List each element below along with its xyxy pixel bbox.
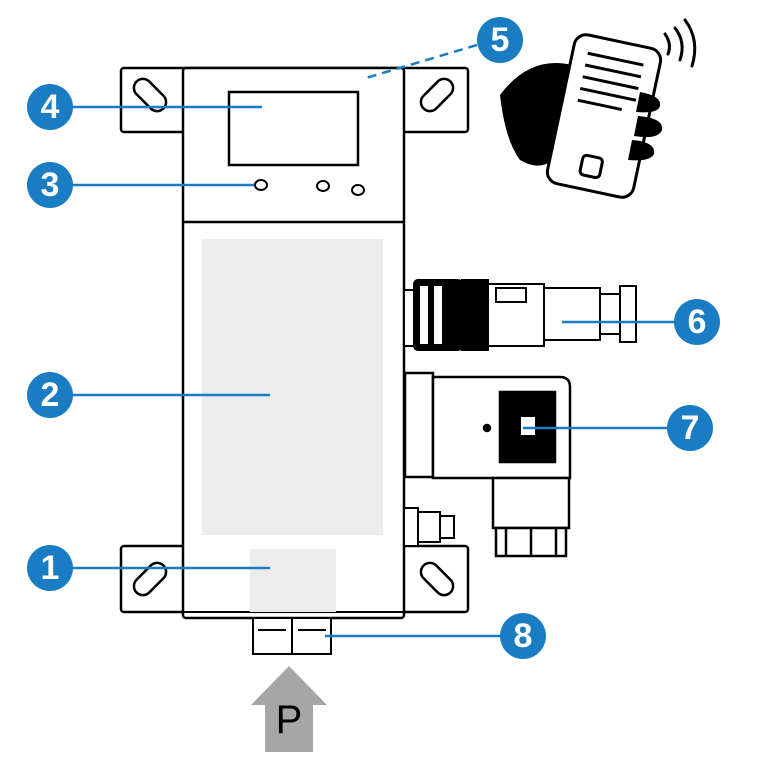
status-leds <box>254 179 365 196</box>
pressure-inlet-arrow: P <box>251 666 327 752</box>
callout-1: 1 <box>27 545 73 591</box>
hand-holding-phone-icon <box>500 33 663 199</box>
mounting-hole-slots <box>132 77 455 597</box>
callout-8: 8 <box>500 613 546 659</box>
display-screen <box>227 90 360 167</box>
callout-7: 7 <box>667 405 713 451</box>
leader-lines <box>72 43 680 638</box>
inlet-label: P <box>276 698 303 742</box>
callout-5-label: 5 <box>491 21 510 59</box>
label-area-large <box>202 239 383 535</box>
callout-4: 4 <box>27 84 73 130</box>
callout-6: 6 <box>674 299 720 345</box>
inlet-port <box>252 617 332 655</box>
solenoid-plug <box>403 371 572 558</box>
callout-3-label: 3 <box>41 166 60 204</box>
side-fitting <box>403 507 455 547</box>
callout-6-label: 6 <box>688 303 707 341</box>
callout-2: 2 <box>27 372 73 418</box>
callout-7-label: 7 <box>681 409 700 447</box>
callout-4-label: 4 <box>41 88 60 126</box>
m12-connector <box>403 279 637 351</box>
callout-3: 3 <box>27 162 73 208</box>
callout-1-label: 1 <box>41 549 60 587</box>
callout-8-label: 8 <box>514 617 533 655</box>
wireless-signal-icon <box>663 18 697 68</box>
callout-2-label: 2 <box>41 376 60 414</box>
callout-5: 5 <box>477 17 523 63</box>
label-area-small <box>250 549 336 612</box>
